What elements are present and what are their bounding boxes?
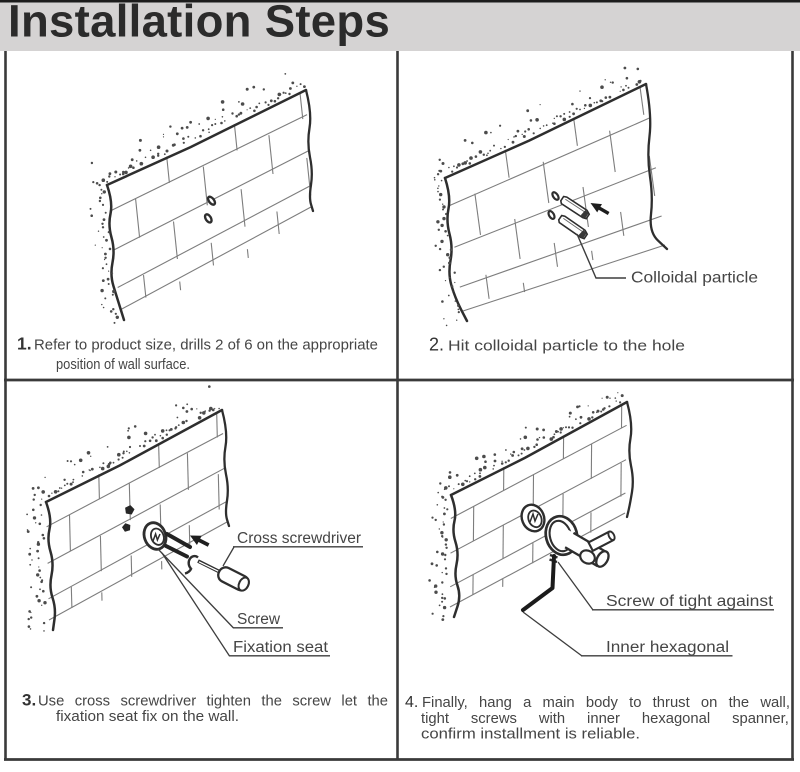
svg-text:2.: 2. xyxy=(429,335,444,355)
svg-text:4.: 4. xyxy=(405,694,418,711)
svg-text:Inner hexagonal: Inner hexagonal xyxy=(606,639,729,656)
svg-text:Hit colloidal particle to the: Hit colloidal particle to the hole xyxy=(448,338,685,355)
svg-text:Screw of tight against: Screw of tight against xyxy=(606,593,774,610)
svg-text:Colloidal particle: Colloidal particle xyxy=(631,270,758,287)
svg-text:Finally, hang a main body to t: Finally, hang a main body to thrust on t… xyxy=(422,695,790,711)
svg-text:Cross screwdriver: Cross screwdriver xyxy=(237,530,361,547)
svg-text:Refer to product size, drills: Refer to product size, drills 2 of 6 on … xyxy=(34,338,378,354)
svg-text:tight screws with inner hexago: tight screws with inner hexagonal spanne… xyxy=(421,711,789,727)
svg-text:1.: 1. xyxy=(17,334,32,354)
svg-text:position of wall surface.: position of wall surface. xyxy=(56,357,190,373)
svg-text:Fixation seat: Fixation seat xyxy=(233,639,329,656)
svg-text:confirm installment is reliabl: confirm installment is reliable. xyxy=(421,727,640,743)
svg-text:fixation seat fix on the wall.: fixation seat fix on the wall. xyxy=(56,709,239,725)
svg-text:Installation Steps: Installation Steps xyxy=(8,0,390,47)
svg-text:3.: 3. xyxy=(22,691,36,710)
svg-text:Use cross screwdriver tighten: Use cross screwdriver tighten the screw … xyxy=(38,694,388,710)
svg-text:Screw: Screw xyxy=(237,611,281,628)
